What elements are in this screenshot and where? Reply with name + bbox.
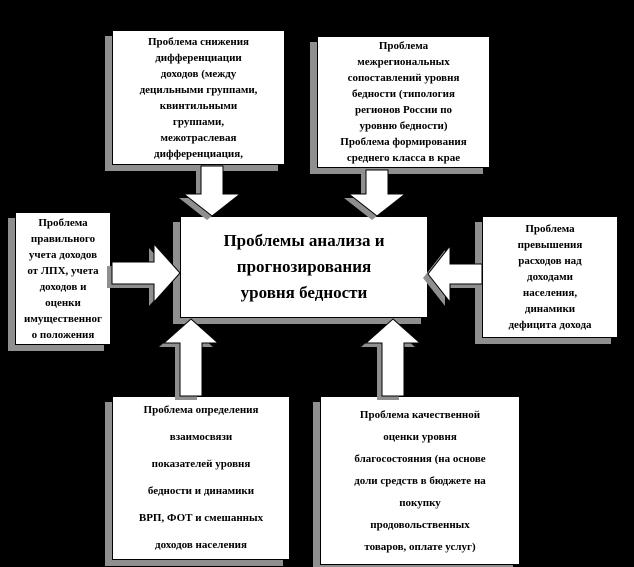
box-income-accounting: Проблема правильного учета доходов от ЛП…: [15, 212, 111, 345]
box-expense-excess-text: Проблема превышения расходов над доходам…: [508, 223, 592, 331]
box-income-differentiation-text: Проблема снижения дифференциации доходов…: [139, 35, 258, 160]
arrow-left-to-center-icon: [107, 242, 181, 306]
arrow-bottom-right-to-center-icon: [361, 318, 422, 400]
box-income-differentiation: Проблема снижения дифференциации доходов…: [112, 30, 285, 165]
box-expense-excess: Проблема превышения расходов над доходам…: [482, 216, 618, 338]
arrow-top-left-to-center-icon: [179, 165, 242, 220]
arrow-top-right-to-center-icon: [344, 169, 407, 220]
box-indicators-relationship-text: Проблема определения взаимосвязи показат…: [138, 404, 264, 551]
center-title-text: Проблемы анализа и прогнозирования уровн…: [223, 231, 385, 302]
box-interregional-comparison-text: Проблема межрегиональных сопоставлений у…: [340, 40, 467, 164]
arrow-right-to-center-icon: [423, 244, 483, 306]
box-income-accounting-text: Проблема правильного учета доходов от ЛП…: [24, 216, 102, 341]
box-indicators-relationship: Проблема определения взаимосвязи показат…: [112, 396, 290, 560]
center-title-box: Проблемы анализа и прогнозирования уровн…: [180, 216, 428, 318]
arrow-bottom-left-to-center-icon: [159, 318, 220, 400]
box-welfare-quality: Проблема качественной оценки уровня благ…: [320, 396, 520, 565]
box-welfare-quality-text: Проблема качественной оценки уровня благ…: [354, 408, 486, 553]
box-interregional-comparison: Проблема межрегиональных сопоставлений у…: [317, 36, 490, 168]
